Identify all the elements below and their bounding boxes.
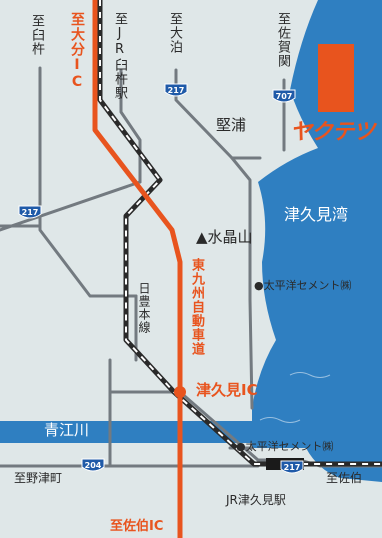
label-to-saganoseki: 至佐賀関	[275, 12, 290, 68]
expressway-line	[92, 0, 183, 538]
road-middle-a	[0, 180, 142, 232]
road-usuki	[38, 66, 138, 298]
sea-wave-1	[259, 417, 301, 423]
bay-water	[252, 0, 382, 482]
label-to-notsu: 至野津町	[14, 471, 63, 485]
label-nippo-line: 日豊本線	[137, 282, 151, 334]
route-204-shield: 204	[80, 457, 106, 475]
sea-wave-2	[289, 372, 331, 378]
label-to-jr-usuki: 至JR臼杵駅	[112, 12, 127, 100]
road-east-coast	[230, 156, 254, 410]
label-suishozan: ▲水晶山	[196, 228, 253, 246]
label-to-usuki: 至臼杵	[29, 14, 44, 56]
yakutetsu-logo: ヤクテツ	[290, 120, 375, 145]
label-tsukumi-bay: 津久見湾	[284, 205, 349, 224]
label-to-saiki-ic: 至佐伯IC	[110, 519, 164, 534]
label-katahama: 堅浦	[216, 116, 247, 134]
label-aoe-river: 青江川	[44, 421, 90, 439]
label-jr-tsukumi-station: JR津久見駅	[226, 493, 286, 507]
label-cement-2: ●太平洋セメント㈱	[236, 440, 334, 453]
label-to-saiki: 至佐伯	[326, 471, 363, 485]
road-jr-usuki	[119, 68, 142, 184]
route-217-shield-south: 217	[279, 459, 305, 477]
label-tsukumi-ic: 津久見IC	[196, 381, 258, 399]
route-217-shield-west: 217	[17, 204, 43, 222]
label-expressway: 東九州自動車道	[189, 258, 204, 356]
label-cement-1: ●太平洋セメント㈱	[254, 279, 352, 292]
label-to-oodomari: 至大泊	[167, 12, 182, 54]
label-to-oita-ic: 至大分IC	[69, 12, 85, 91]
ic-marker	[174, 386, 186, 398]
yakutetsu-building	[318, 44, 354, 112]
route-707-shield: 707	[271, 88, 297, 106]
railway-dash	[99, 0, 382, 465]
route-217-shield-north: 217	[163, 82, 189, 100]
